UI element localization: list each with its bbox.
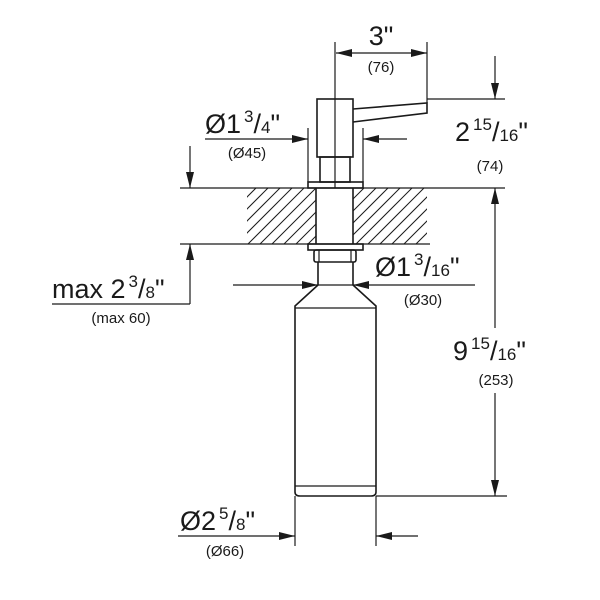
hatch-line <box>476 188 532 244</box>
mounting-nut <box>313 249 357 263</box>
hatch-line <box>464 188 520 244</box>
hatch-line <box>247 188 293 234</box>
hatch-line <box>367 188 425 244</box>
top-flange <box>307 181 364 189</box>
shank-diameter-metric: (Ø30) <box>404 292 442 309</box>
mounting-washer <box>307 243 364 251</box>
hatch-line <box>247 188 257 198</box>
head-height-metric: (74) <box>477 158 504 175</box>
counter-thickness-metric: (max 60) <box>91 310 150 327</box>
below-counter-length-metric: (253) <box>478 372 513 389</box>
bottle-diameter-metric: (Ø66) <box>206 543 244 560</box>
hatch-line <box>379 196 427 244</box>
hatch-line <box>247 188 269 210</box>
dispenser-outline <box>294 42 428 497</box>
lever-reach-metric: (76) <box>368 59 395 76</box>
hatch-line <box>403 220 427 244</box>
hatch-line <box>440 188 496 244</box>
hatch-line <box>452 188 508 244</box>
dimension-lever-reach: 3" (76) <box>336 21 428 103</box>
hatch-line <box>247 188 305 244</box>
lever-reach-imperial: 3" <box>369 21 394 51</box>
dispenser-lever <box>352 102 428 123</box>
hatch-line <box>247 188 281 222</box>
soap-bottle <box>294 262 377 497</box>
head-diameter-metric: (Ø45) <box>228 145 266 162</box>
hatch-line <box>415 232 427 244</box>
hatch-line <box>391 208 427 244</box>
hatch-line <box>428 188 484 244</box>
countertop-section <box>180 187 532 245</box>
hatch-line <box>355 188 413 244</box>
hatch-line <box>259 188 317 244</box>
